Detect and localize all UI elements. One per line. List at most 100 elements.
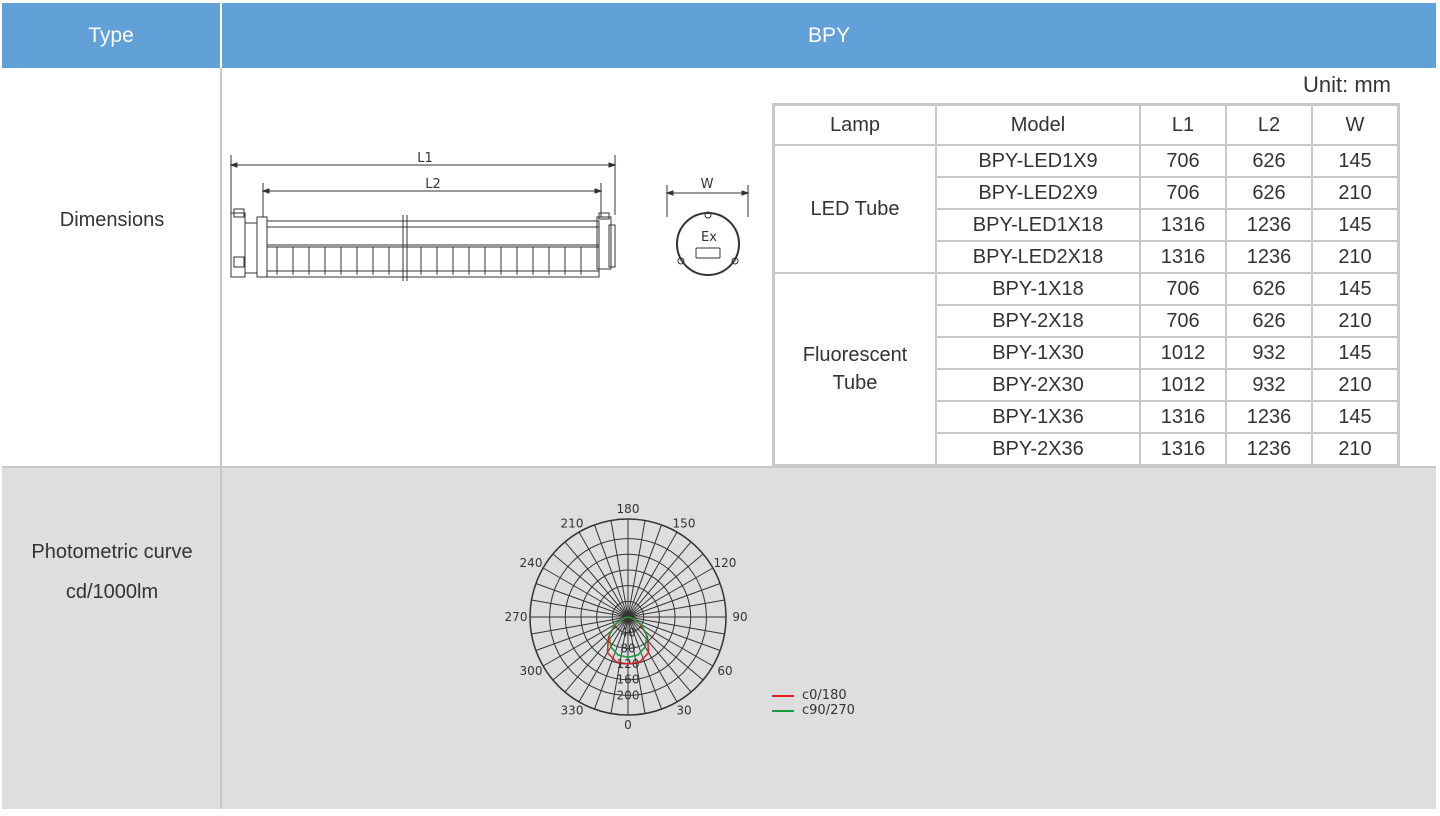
model-cell: BPY-LED1X18 [936, 209, 1140, 241]
polar-spoke [627, 616, 725, 635]
polar-radial-label: 200 [617, 688, 640, 702]
polar-spoke [564, 616, 629, 693]
model-cell: BPY-2X30 [936, 369, 1140, 401]
w-cell: 145 [1312, 209, 1398, 241]
polar-spoke [627, 616, 704, 681]
polar-spoke [627, 567, 714, 618]
l2-cell: 626 [1226, 145, 1312, 177]
ex-mark-label: Ex [701, 230, 717, 245]
legend-item-c0: c0/180 [772, 688, 855, 703]
polar-angle-label: 60 [717, 664, 732, 678]
l1-cell: 1012 [1140, 369, 1226, 401]
polar-radial-label: 80 [620, 641, 635, 655]
model-cell: BPY-LED2X18 [936, 241, 1140, 273]
polar-spoke [627, 531, 678, 618]
l2-cell: 932 [1226, 369, 1312, 401]
legend-label-c90: c90/270 [802, 703, 855, 718]
l1-cell: 706 [1140, 177, 1226, 209]
legend-item-c90: c90/270 [772, 703, 855, 718]
model-cell: BPY-2X18 [936, 305, 1140, 337]
chart-legend: c0/180 c90/270 [772, 688, 855, 718]
model-cell: BPY-1X30 [936, 337, 1140, 369]
polar-radial-label: 160 [617, 673, 640, 687]
polar-spoke [594, 616, 629, 710]
polar-angle-label: 30 [676, 704, 691, 718]
unit-label: Unit: mm [1303, 72, 1391, 97]
l2-cell: 1236 [1226, 433, 1312, 465]
polar-spoke [531, 599, 629, 618]
dimensions-table: Lamp Model L1 L2 W LED Tube BPY-LED1X9 7… [772, 103, 1400, 467]
polar-spoke [627, 616, 692, 693]
l2-cell: 1236 [1226, 241, 1312, 273]
polar-spoke [627, 616, 721, 651]
polar-spoke [610, 616, 629, 714]
legend-swatch-c90 [772, 709, 794, 712]
model-cell: BPY-2X36 [936, 433, 1140, 465]
column-header-w: W [1312, 105, 1398, 145]
photometric-label-line2: cd/1000lm [65, 581, 159, 603]
l2-cell: 626 [1226, 305, 1312, 337]
photometric-row [2, 468, 1436, 809]
polar-spoke [627, 616, 678, 703]
w-cell: 210 [1312, 177, 1398, 209]
w-cell: 145 [1312, 401, 1398, 433]
polar-spoke [531, 616, 629, 635]
model-cell: BPY-LED1X9 [936, 145, 1140, 177]
polar-angle-label: 270 [505, 610, 528, 624]
polar-curve-c90-270 [608, 616, 648, 659]
polar-spoke [535, 616, 629, 651]
dimensions-label: Dimensions [59, 209, 165, 231]
l1-dimension-label: L1 [417, 151, 433, 166]
polar-angle-label: 0 [624, 718, 632, 732]
header-row: Type BPY [2, 3, 1436, 68]
column-header-model: Model [936, 105, 1140, 145]
polar-angle-label: 90 [732, 610, 747, 624]
w-cell: 210 [1312, 369, 1398, 401]
w-dimension-label: W [701, 177, 714, 192]
table-header-row: Lamp Model L1 L2 W [774, 105, 1398, 145]
model-cell: BPY-1X18 [936, 273, 1140, 305]
table-row: BPY-LED2X18 1316 1236 210 [774, 241, 1398, 273]
table-row: BPY-LED2X9 706 626 210 [774, 177, 1398, 209]
column-header-lamp: Lamp [774, 105, 936, 145]
photometric-label: Photometric curve cd/1000lm [2, 532, 222, 612]
polar-spoke [627, 616, 662, 710]
w-cell: 145 [1312, 145, 1398, 177]
polar-angle-label: 210 [561, 516, 584, 530]
polar-spoke [542, 567, 629, 618]
model-cell: BPY-LED2X9 [936, 177, 1140, 209]
table-row: BPY-1X36 1316 1236 145 [774, 401, 1398, 433]
header-type-label: Type [2, 3, 222, 68]
column-divider [220, 68, 222, 809]
w-cell: 210 [1312, 241, 1398, 273]
polar-spoke [578, 616, 629, 703]
polar-angle-label: 180 [617, 502, 640, 516]
polar-spoke [627, 583, 721, 618]
model-cell: BPY-1X36 [936, 401, 1140, 433]
l1-cell: 706 [1140, 145, 1226, 177]
polar-angle-label: 120 [714, 556, 737, 570]
polar-spoke [610, 520, 629, 618]
polar-spoke [594, 524, 629, 618]
polar-angle-label: 240 [520, 556, 543, 570]
table-row: Fluorescent Tube BPY-1X18 706 626 145 [774, 273, 1398, 465]
l1-cell: 1316 [1140, 241, 1226, 273]
w-cell: 210 [1312, 433, 1398, 465]
lamp-group-fluorescent-label: Fluorescent Tube [802, 344, 908, 394]
l2-cell: 1236 [1226, 401, 1312, 433]
l1-cell: 1316 [1140, 401, 1226, 433]
polar-spoke [627, 520, 646, 618]
polar-spoke [627, 599, 725, 618]
l2-cell: 1236 [1226, 209, 1312, 241]
polar-spoke [627, 616, 646, 714]
column-header-l1: L1 [1140, 105, 1226, 145]
table-row: BPY-2X36 1316 1236 210 [774, 433, 1398, 465]
l1-cell: 706 [1140, 273, 1226, 305]
luminaire-drawing: L1 L2 W Ex [229, 151, 750, 281]
photometric-polar-chart: 1801501209060300330300270240210408012016… [505, 502, 748, 732]
table-row: BPY-2X18 706 626 210 [774, 305, 1398, 337]
w-cell: 145 [1312, 337, 1398, 369]
l2-cell: 932 [1226, 337, 1312, 369]
l1-cell: 706 [1140, 305, 1226, 337]
table-row: LED Tube BPY-LED1X9 706 626 145 [774, 145, 1398, 273]
